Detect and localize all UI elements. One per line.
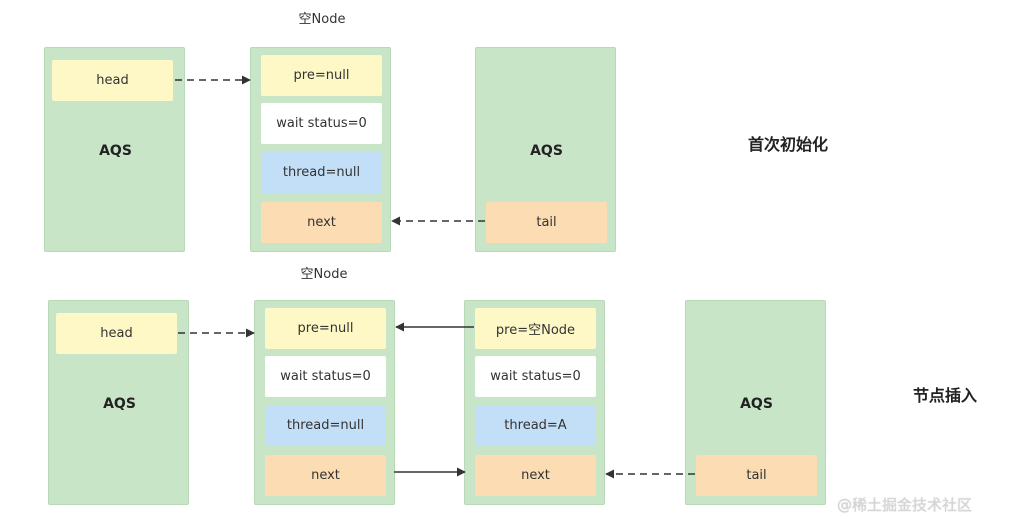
wait-status-cell: wait status=0 <box>261 103 382 144</box>
wait-status-cell: wait status=0 <box>265 356 386 397</box>
next-cell: next <box>475 455 596 496</box>
empty-node-1: pre=null wait status=0 thread=null next <box>250 47 391 252</box>
wait-status-cell: wait status=0 <box>475 356 596 397</box>
tail-cell: tail <box>486 202 607 243</box>
aqs-panel-right-1: AQS tail <box>475 47 616 252</box>
node-caption-2: 空Node <box>300 267 348 282</box>
aqs-label: AQS <box>99 143 132 159</box>
thread-cell: thread=A <box>475 405 596 446</box>
aqs-panel-right-2: AQS tail <box>685 300 826 505</box>
aqs-label: AQS <box>530 143 563 159</box>
aqs-label: AQS <box>103 396 136 412</box>
aqs-panel-left-2: head AQS <box>48 300 189 505</box>
watermark: @稀土掘金技术社区 <box>837 496 973 514</box>
pre-cell: pre=空Node <box>475 308 596 349</box>
thread-cell: thread=null <box>265 405 386 446</box>
empty-node-2: pre=null wait status=0 thread=null next <box>254 300 395 505</box>
head-cell: head <box>56 313 177 354</box>
tail-cell: tail <box>696 455 817 496</box>
aqs-panel-left-1: head AQS <box>44 47 185 252</box>
pre-cell: pre=null <box>261 55 382 96</box>
head-cell: head <box>52 60 173 101</box>
node-caption-1: 空Node <box>298 12 346 27</box>
thread-cell: thread=null <box>261 152 382 193</box>
pre-cell: pre=null <box>265 308 386 349</box>
aqs-label: AQS <box>740 396 773 412</box>
heading-first-init: 首次初始化 <box>748 135 829 154</box>
heading-node-insert: 节点插入 <box>913 386 978 405</box>
next-cell: next <box>261 202 382 243</box>
next-cell: next <box>265 455 386 496</box>
thread-a-node: pre=空Node wait status=0 thread=A next <box>464 300 605 505</box>
